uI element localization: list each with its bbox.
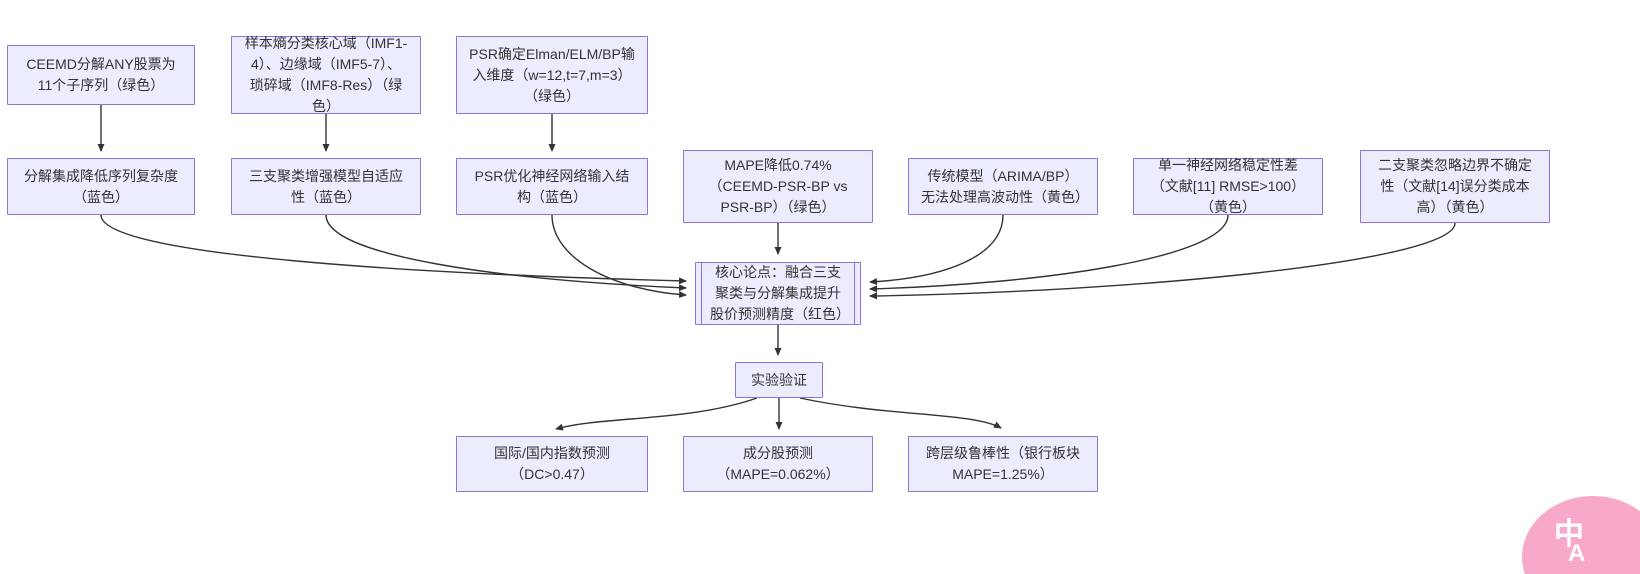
node-mape-reduction: MAPE降低0.74%（CEEMD-PSR-BP vs PSR-BP）（绿色）: [683, 150, 873, 223]
edge-singlenn-core: [869, 214, 1229, 293]
node-label: 实验验证: [751, 371, 807, 388]
node-label: 二支聚类忽略边界不确定性（文献[14]误分类成本高）（黄色）: [1378, 157, 1532, 215]
edge-twoway-core: [869, 222, 1456, 300]
node-index-forecast: 国际/国内指数预测（DC>0.47）: [456, 436, 648, 492]
double-border-line: [854, 263, 855, 324]
node-threeway-adaptive: 三支聚类增强模型自适应性（蓝色）: [231, 158, 421, 215]
translate-icon-cn: 中: [1554, 518, 1584, 551]
node-experiment-validation: 实验验证: [735, 362, 823, 398]
edge-psrstruct-core: [551, 214, 687, 299]
node-label: 传统模型（ARIMA/BP）无法处理高波动性（黄色）: [921, 167, 1089, 205]
node-decomp-complexity: 分解集成降低序列复杂度（蓝色）: [7, 158, 195, 215]
node-psr-dimension: PSR确定Elman/ELM/BP输入维度（w=12,t=7,m=3）（绿色）: [456, 36, 648, 114]
node-label: 跨层级鲁棒性（银行板块 MAPE=1.25%）: [926, 445, 1080, 482]
node-label: PSR确定Elman/ELM/BP输入维度（w=12,t=7,m=3）（绿色）: [469, 45, 635, 104]
edge-experiment-robustness: [799, 397, 1002, 429]
translate-icon: 中 A: [1554, 520, 1585, 567]
node-label: 分解集成降低序列复杂度（蓝色）: [24, 167, 178, 205]
node-sample-entropy: 样本熵分类核心域（IMF1-4）、边缘域（IMF5-7）、琐碎域（IMF8-Re…: [231, 35, 421, 114]
edge-threeway-core: [325, 214, 687, 292]
node-label: 样本熵分类核心域（IMF1-4）、边缘域（IMF5-7）、琐碎域（IMF8-Re…: [244, 35, 408, 114]
translate-badge[interactable]: 中 A: [1522, 496, 1640, 574]
node-core-thesis: 核心论点：融合三支聚类与分解集成提升股价预测精度（红色）: [695, 262, 861, 325]
node-label: PSR优化神经网络输入结构（蓝色）: [474, 167, 630, 205]
node-label: MAPE降低0.74%（CEEMD-PSR-BP vs PSR-BP）（绿色）: [708, 157, 848, 215]
node-psr-structure: PSR优化神经网络输入结构（蓝色）: [456, 158, 648, 215]
node-robustness: 跨层级鲁棒性（银行板块 MAPE=1.25%）: [908, 436, 1098, 492]
node-label: 单一神经网络稳定性差（文献[11] RMSE>100）（黄色）: [1150, 157, 1306, 215]
node-single-nn-unstable: 单一神经网络稳定性差（文献[11] RMSE>100）（黄色）: [1133, 157, 1323, 215]
edge-traditional-core: [869, 214, 1004, 286]
node-traditional-limit: 传统模型（ARIMA/BP）无法处理高波动性（黄色）: [908, 158, 1098, 215]
node-constituent-forecast: 成分股预测（MAPE=0.062%）: [683, 436, 873, 492]
node-label: 三支聚类增强模型自适应性（蓝色）: [249, 167, 403, 205]
double-border-line: [701, 263, 702, 324]
node-twoway-limit: 二支聚类忽略边界不确定性（文献[14]误分类成本高）（黄色）: [1360, 150, 1550, 223]
edge-experiment-index: [555, 397, 758, 431]
node-label: CEEMD分解ANY股票为11个子序列（绿色）: [26, 56, 176, 93]
node-ceemd-decompose: CEEMD分解ANY股票为11个子序列（绿色）: [7, 45, 195, 105]
edge-decomp-core: [100, 214, 687, 285]
translate-icon-a: A: [1568, 539, 1585, 567]
node-label: 核心论点：融合三支聚类与分解集成提升股价预测精度（红色）: [710, 264, 850, 322]
node-label: 成分股预测（MAPE=0.062%）: [716, 445, 840, 482]
node-label: 国际/国内指数预测（DC>0.47）: [494, 445, 610, 482]
